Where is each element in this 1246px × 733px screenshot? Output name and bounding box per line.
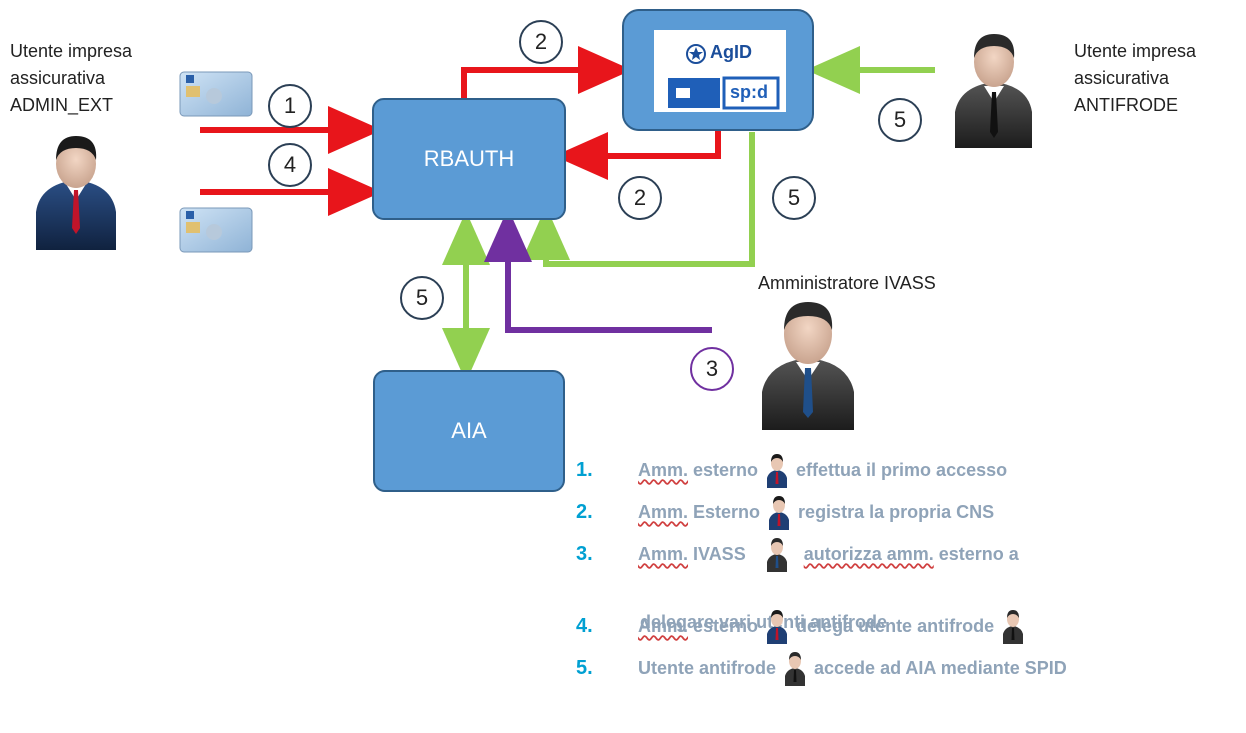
legend-action: accede ad AIA mediante SPID [814,657,1067,678]
cns-card-icon [179,207,253,253]
ivass-admin-user-icon [762,302,854,430]
legend-subject: Esterno [688,501,761,522]
legend-abbrev: Amm. [638,615,689,636]
admin-ext-label: Utente impresa assicurativa ADMIN_EXT [10,38,132,119]
admin-ext-mini-icon [769,496,790,530]
legend-item-4: 4. Amm. esterno delega utente antifrode [576,606,1226,646]
antifrode-user-icon [955,34,1032,148]
legend-number: 5. [576,656,593,679]
legend-item-3: 3. Amm. IVASS autorizza amm. esterno a [576,534,1226,574]
arrow-step2-back [554,130,721,180]
step-3-marker: 3 [690,347,734,391]
spid-badge [722,76,780,110]
step-5-marker-aia: 5 [400,276,444,320]
step-5-marker-spid: 5 [772,176,816,220]
legend-subject: IVASS [688,543,746,564]
antifrode-label-line1: Utente impresa [1074,41,1197,61]
arrow-spid-to-rbauth [522,132,755,267]
legend-action: delega utente antifrode [796,615,995,636]
antifrode-label: Utente impresa assicurativa ANTIFRODE [1074,38,1196,119]
admin-ext-label-line1: Utente impresa [10,41,133,61]
legend-item-5: 5. Utente antifrode accede ad AIA median… [576,648,1226,688]
legend-number: 3. [576,542,593,565]
aia-box: AIA [373,370,565,492]
legend-abbrev: Amm. [638,501,689,522]
legend-action: esterno a [933,543,1019,564]
emblem-star-icon [689,47,703,60]
ivass-mini-icon [766,538,787,572]
arrow-step2-out [461,46,632,98]
legend-abbrev: Amm. [638,543,689,564]
antifrode-mini-icon [1003,610,1024,644]
cns-card-icon [179,71,253,117]
legend-number: 4. [576,614,593,637]
legend-item-1: 1. Amm. esterno effettua il primo access… [576,450,1226,490]
admin-ext-label-line3: ADMIN_EXT [10,95,114,115]
ivass-label: Amministratore IVASS [758,273,936,293]
antifrode-mini-icon [785,652,806,686]
step-5-marker-antifrode: 5 [878,98,922,142]
step-4-marker: 4 [268,143,312,187]
arrow-step3 [484,208,712,333]
id-card-chip-icon [676,88,690,98]
legend-action-underlined: autorizza amm. [803,543,934,564]
steps-legend: 1. Amm. esterno effettua il primo access… [576,450,1226,688]
id-card-icon [668,78,720,108]
legend-item-2: 2. Amm. Esterno registra la propria CNS [576,492,1226,532]
admin-ext-mini-icon [767,454,788,488]
antifrode-label-line2: assicurativa [1074,68,1170,88]
antifrode-label-line3: ANTIFRODE [1074,95,1179,115]
legend-action: effettua il primo accesso [796,459,1008,480]
legend-subject: Utente antifrode [638,657,777,678]
legend-action: registra la propria CNS [798,501,995,522]
spid-logo-text: sp:d [730,82,768,102]
step-2-marker-top: 2 [519,20,563,64]
agid-logo-text: AgID [710,42,752,62]
legend-subject: esterno [688,615,759,636]
admin-ext-label-line2: assicurativa [10,68,106,88]
rbauth-box: RBAUTH [372,98,566,220]
legend-item-3-continuation: delegare vari utenti antifrode [640,612,888,632]
legend-subject: esterno [688,459,759,480]
legend-number: 1. [576,458,593,481]
step-2-marker-bottom: 2 [618,176,662,220]
aia-label: AIA [451,418,487,443]
legend-number: 2. [576,500,593,523]
admin-ext-user-icon [36,136,116,250]
step-1-marker: 1 [268,84,312,128]
legend-abbrev: Amm. [638,459,689,480]
rbauth-label: RBAUTH [423,146,515,171]
admin-ext-mini-icon [767,610,788,644]
